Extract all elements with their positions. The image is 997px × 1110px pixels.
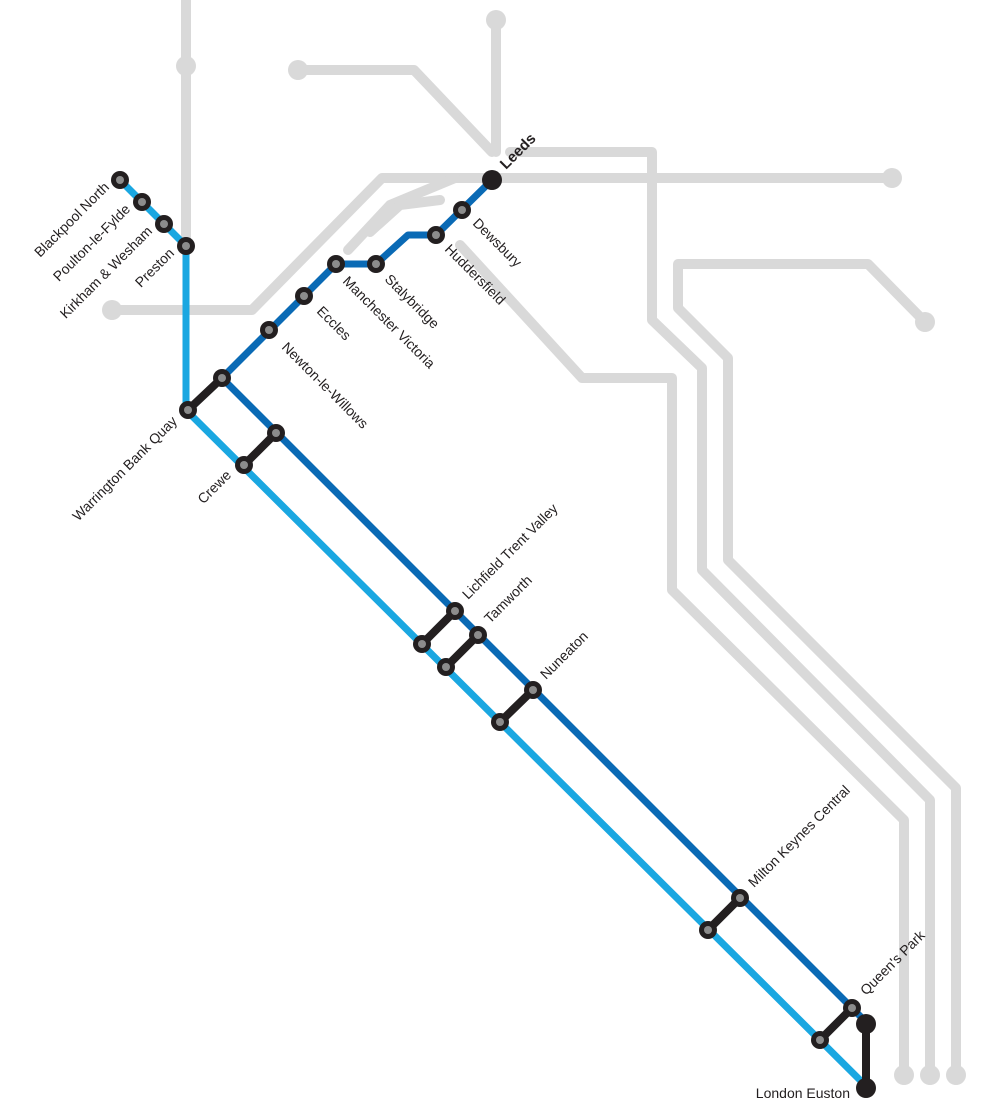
station-marker-queens-park-dark[interactable] <box>843 999 861 1017</box>
station-marker-huddersfield[interactable] <box>427 226 445 244</box>
station-marker-queens-park-light[interactable] <box>811 1031 829 1049</box>
grey-route-terminus-s2 <box>920 1065 940 1085</box>
label-newton[interactable]: Newton-le-Willows <box>279 339 372 432</box>
station-marker-milton-keynes-dark[interactable] <box>731 889 749 907</box>
grey-route-south-3 <box>673 259 961 1080</box>
label-nuneaton[interactable]: Nuneaton <box>537 628 591 682</box>
label-blackpool-north[interactable]: Blackpool North <box>31 179 112 260</box>
station-marker-leeds[interactable] <box>482 170 502 190</box>
grey-route-terminus-s3 <box>946 1065 966 1085</box>
station-marker-warrington-light[interactable] <box>179 401 197 419</box>
station-marker-lichfield-dark[interactable] <box>446 602 464 620</box>
station-markers <box>111 170 876 1098</box>
label-eccles[interactable]: Eccles <box>314 303 354 343</box>
station-marker-kirkham[interactable] <box>155 215 173 233</box>
station-marker-milton-keynes-light[interactable] <box>699 921 717 939</box>
station-marker-crewe-light[interactable] <box>235 456 253 474</box>
station-marker-eccles[interactable] <box>295 287 313 305</box>
light-blue-route <box>116 176 872 1092</box>
station-marker-crewe-dark[interactable] <box>267 424 285 442</box>
station-labels: Blackpool North Poulton-le-Fylde Kirkham… <box>31 130 929 1101</box>
other-routes <box>102 0 966 1085</box>
station-marker-dewsbury[interactable] <box>453 201 471 219</box>
station-marker-stalybridge[interactable] <box>367 255 385 273</box>
label-london-euston[interactable]: London Euston <box>756 1085 850 1101</box>
label-milton-keynes[interactable]: Milton Keynes Central <box>745 782 853 890</box>
station-marker-tamworth-dark[interactable] <box>469 626 487 644</box>
grey-route-terminus-east <box>882 168 902 188</box>
station-marker-lichfield-light[interactable] <box>413 635 431 653</box>
grey-route-northwest <box>293 65 497 157</box>
station-marker-nuneaton-light[interactable] <box>491 713 509 731</box>
label-warrington[interactable]: Warrington Bank Quay <box>69 413 180 524</box>
station-marker-tamworth-light[interactable] <box>437 658 455 676</box>
station-marker-preston[interactable] <box>177 237 195 255</box>
grey-route-terminus-north <box>486 10 506 30</box>
station-marker-poulton[interactable] <box>133 193 151 211</box>
station-marker-manchester-victoria[interactable] <box>327 255 345 273</box>
label-queens-park[interactable]: Queen's Park <box>857 926 929 998</box>
grey-route-leeds-west <box>343 173 460 255</box>
grey-route-terminus-s1 <box>894 1065 914 1085</box>
station-marker-nuneaton-dark[interactable] <box>524 681 542 699</box>
grey-route-stop <box>176 56 196 76</box>
station-marker-euston-top[interactable] <box>856 1014 876 1034</box>
grey-route-leeds-west-2 <box>365 195 445 237</box>
station-marker-euston-bottom[interactable] <box>856 1078 876 1098</box>
station-marker-warrington-dark[interactable] <box>213 369 231 387</box>
grey-route-south-2 <box>505 147 935 1080</box>
grey-route-south-1 <box>455 240 909 1080</box>
station-marker-newton[interactable] <box>260 321 278 339</box>
station-marker-blackpool-north[interactable] <box>111 171 129 189</box>
label-poulton[interactable]: Poulton-le-Fylde <box>50 201 134 285</box>
label-preston[interactable]: Preston <box>132 245 177 290</box>
label-crewe[interactable]: Crewe <box>194 467 234 507</box>
grey-route-terminus-nw <box>288 60 308 80</box>
grey-route-terminus-ne <box>915 312 935 332</box>
grey-route-terminus-west <box>102 300 122 320</box>
